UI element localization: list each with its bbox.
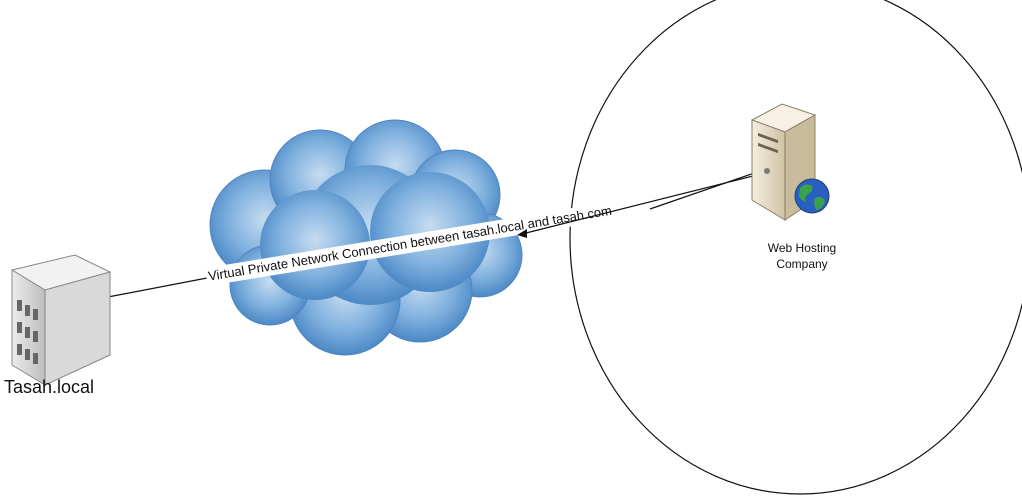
arrowhead-to-cloud bbox=[517, 229, 527, 238]
office-label: Tasah.local bbox=[4, 377, 95, 397]
web-server-icon bbox=[750, 103, 830, 221]
office-link-line bbox=[107, 277, 208, 298]
hosting-boundary-circle bbox=[569, 0, 1022, 495]
vpn-link-line-to-cloud bbox=[521, 167, 786, 235]
server-label: Web Hosting Company bbox=[742, 240, 862, 272]
server-label-line2: Company bbox=[776, 257, 828, 271]
office-building-icon bbox=[10, 254, 112, 386]
server-label-line1: Web Hosting bbox=[767, 241, 837, 255]
